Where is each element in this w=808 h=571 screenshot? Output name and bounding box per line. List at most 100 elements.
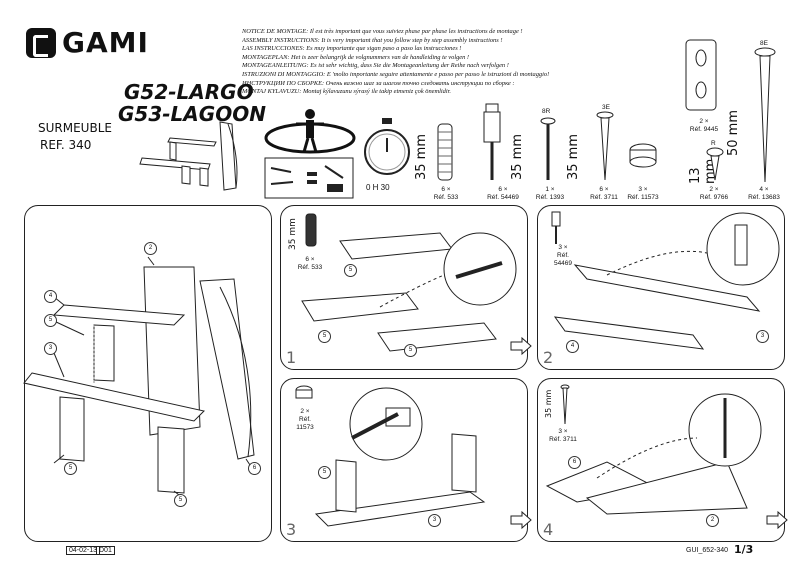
brand-name: GAMI — [62, 26, 149, 59]
product-name: SURMEUBLE — [38, 121, 112, 135]
product-ref: REF. 340 — [40, 138, 92, 152]
cam-lock-icon — [295, 385, 313, 399]
step-ref: Réf. 54469 — [553, 252, 573, 267]
dim-label: 35 mm — [414, 133, 429, 180]
dim-label: 35 mm — [510, 133, 525, 180]
dim-label: 50 mm — [726, 109, 741, 156]
part-number: 4 — [566, 340, 579, 353]
hw-qty: 4 × — [759, 186, 769, 193]
step-qty: 3 × — [558, 244, 568, 251]
dim-label: 35 mm — [566, 133, 581, 180]
part-number: 5 — [404, 344, 417, 357]
cam-bolt-icon — [551, 211, 561, 244]
screw-icon — [540, 117, 556, 180]
part-number: 5 — [318, 466, 331, 479]
exploded-view-diagram — [23, 256, 255, 496]
hw-qty: 6 × — [498, 186, 508, 193]
cam-lock-icon — [629, 143, 657, 168]
hw-qty: 6 × — [599, 186, 609, 193]
screw-label: 3E — [602, 104, 610, 111]
mounting-plate-icon — [685, 39, 717, 111]
footer-rev: D01 — [96, 546, 115, 555]
notice-line: MONTAJ KYLAVUZU: Montaj kýlavuzunu sýras… — [242, 88, 452, 96]
step-qty: 2 × — [300, 408, 310, 415]
hw-ref: Réf. 9445 — [689, 126, 719, 133]
part-number: 5 — [344, 264, 357, 277]
assembly-time: 0 H 30 — [366, 183, 390, 192]
wood-dowel-icon — [437, 123, 453, 181]
page-number: 1/3 — [734, 543, 754, 556]
screw-label: 8E — [760, 40, 768, 47]
step-1-diagram — [301, 232, 517, 352]
notice-line: NOTICE DE MONTAGE: Il est très important… — [242, 28, 523, 35]
notice-block: NOTICE DE MONTAGE: Il est très important… — [242, 28, 558, 97]
hw-ref: Réf. 11573 — [627, 194, 659, 201]
long-screw-icon — [754, 47, 776, 183]
step-ref: Réf. 533 — [297, 264, 323, 271]
next-arrow-icon — [510, 510, 532, 530]
step-4-diagram — [545, 393, 762, 515]
step-qty: 6 × — [305, 256, 315, 263]
hw-ref: Réf. 13683 — [748, 194, 780, 201]
notice-line: ИНСТРУКЦИИ ПО СБОРКЕ: Очень важно шаг за… — [242, 79, 515, 87]
step-ref: Réf. 11573 — [296, 416, 314, 431]
screw-label: 8R — [542, 108, 551, 115]
tools-icon — [264, 157, 354, 199]
notice-line: LAS INSTRUCCIONES: Es muy importante que… — [242, 45, 462, 53]
brand-logo: GAMI — [26, 26, 149, 59]
hw-qty: 6 × — [441, 186, 451, 193]
notice-line: MONTAGEANLEITUNG: Es ist sehr wichtig, d… — [242, 62, 509, 70]
hw-ref: Réf. 9766 — [699, 194, 729, 201]
footer-code: GUI_652-340 — [686, 547, 729, 554]
part-number: 2 — [706, 514, 719, 527]
step-number: 3 — [286, 520, 297, 539]
step-number: 4 — [543, 520, 554, 539]
step-3-diagram — [314, 387, 486, 527]
step-qty: 3 × — [558, 428, 568, 435]
part-number: 3 — [428, 514, 441, 527]
cam-bolt-icon — [483, 103, 501, 180]
hw-ref: Réf. 3711 — [590, 194, 618, 201]
step-ref: Réf. 3711 — [549, 436, 577, 443]
wood-screw-icon — [560, 384, 570, 425]
step-3-panel — [280, 378, 528, 542]
hw-ref: Réf. 1393 — [535, 194, 565, 201]
hw-qty: 2 × — [709, 186, 719, 193]
next-arrow-icon — [766, 510, 788, 530]
footer-date: 04-02-13 — [66, 546, 101, 555]
notice-line: MONTAGEPLAN: Het is zeer belangrijk de v… — [242, 53, 470, 61]
next-arrow-icon — [510, 336, 532, 356]
part-number: 6 — [248, 462, 261, 475]
part-number: 3 — [756, 330, 769, 343]
clock-icon — [364, 118, 410, 175]
two-person-icon — [264, 109, 356, 154]
part-number: 2 — [144, 242, 157, 255]
notice-line: ISTRUZIONI DI MONTAGGIO: E 'molto import… — [242, 70, 550, 78]
model-lagoon: G53-LAGOON — [118, 102, 266, 126]
part-number: 5 — [44, 314, 57, 327]
part-number: 5 — [174, 494, 187, 507]
product-sketch — [139, 121, 238, 191]
step-1-panel — [280, 205, 528, 370]
hw-ref: Réf. 533 — [433, 194, 459, 201]
hw-qty: 3 × — [638, 186, 648, 193]
part-number: 5 — [64, 462, 77, 475]
hw-qty: 2 × — [699, 118, 709, 125]
part-number: 3 — [44, 342, 57, 355]
part-number: 6 — [568, 456, 581, 469]
model-largo: G52-LARGO — [124, 80, 254, 104]
step-number: 1 — [286, 348, 297, 367]
hw-qty: 1 × — [545, 186, 555, 193]
small-screw-icon — [706, 147, 724, 181]
part-number: 4 — [44, 290, 57, 303]
notice-line: ASSEMBLY INSTRUCTIONS: It is very import… — [242, 36, 503, 44]
exploded-view-panel — [24, 205, 272, 542]
part-number: 5 — [318, 330, 331, 343]
screw-label: R — [711, 140, 716, 147]
wood-dowel-icon — [305, 213, 317, 247]
step-2-panel — [537, 205, 785, 370]
step-2-diagram — [553, 212, 780, 350]
wood-screw-icon — [596, 111, 614, 181]
gami-logo-icon — [26, 27, 56, 58]
step-4-panel — [537, 378, 785, 542]
